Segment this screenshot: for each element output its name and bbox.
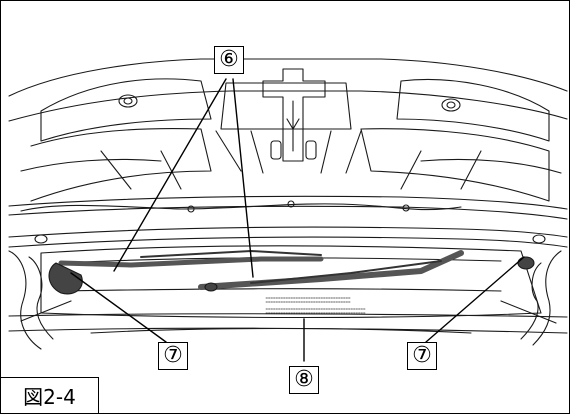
callout-7-left: ⑦: [158, 342, 188, 370]
cowl-top: [8, 226, 568, 238]
figure-label: 図2-4: [1, 377, 99, 413]
leader-lines: [70, 78, 525, 362]
callout-6: ⑥: [214, 46, 244, 74]
cowl-label-text: [265, 297, 367, 314]
callout-8: ⑧: [289, 366, 319, 394]
hood-stay: [262, 68, 326, 162]
wiper-blade-left: [58, 250, 324, 268]
wiper-blade-right: [198, 250, 464, 290]
hood-inner-edge: [8, 90, 568, 122]
callout-7-right: ⑦: [407, 342, 437, 370]
hood-outline: [8, 58, 568, 97]
washer-hose: [20, 203, 462, 212]
hood-lower-edge: [8, 195, 568, 210]
